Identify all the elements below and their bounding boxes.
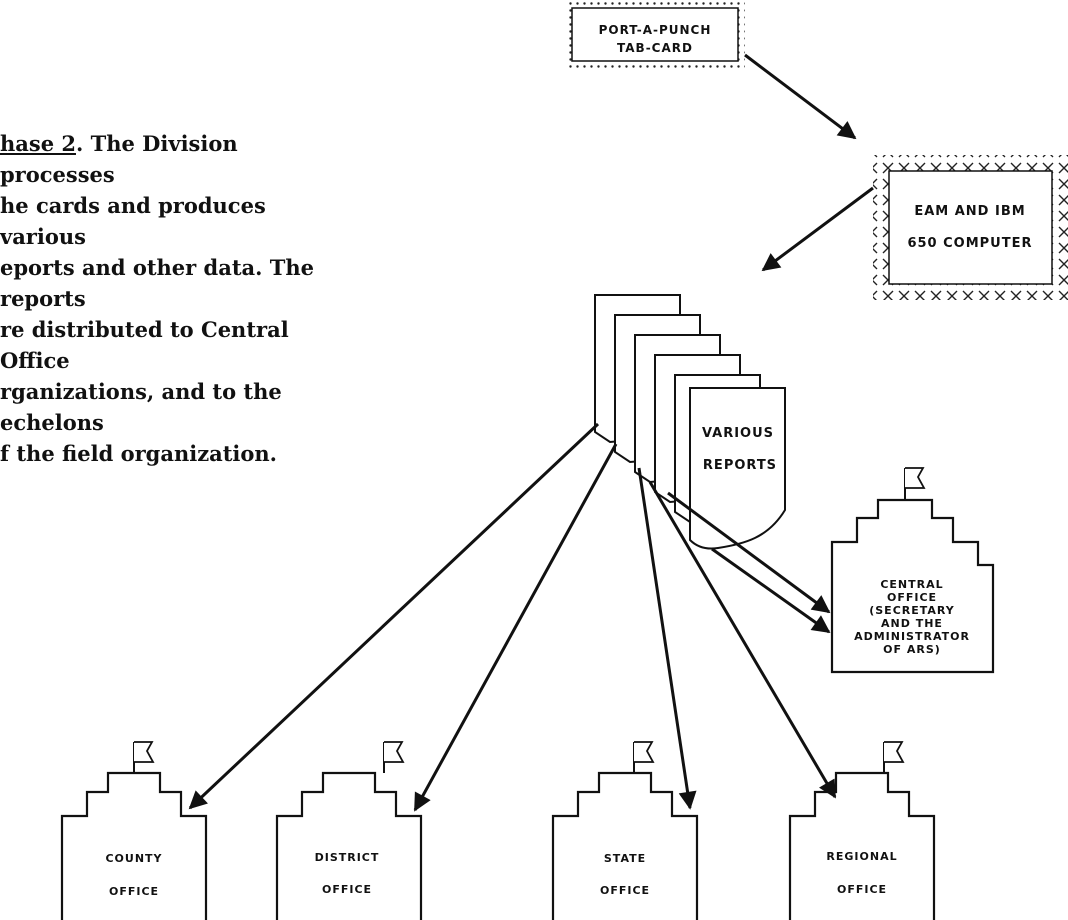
description-line-5: rganizations, and to the echelons	[0, 379, 282, 435]
arrow-reports-to-state	[637, 467, 697, 810]
central-office-label-line6: OF ARS)	[883, 643, 941, 656]
district-office-node: DISTRICT OFFICE	[275, 741, 423, 920]
computer-label-line2: 650 COMPUTER	[907, 236, 1032, 251]
flow-arrows	[188, 53, 874, 812]
reports-stack: VARIOUS REPORTS	[594, 294, 786, 550]
description-paragraph: hase 2. The Division processes he cards a…	[0, 128, 345, 469]
computer-face	[888, 170, 1053, 285]
county-office-flag-icon	[134, 741, 155, 763]
arrow-card-to-computer	[744, 53, 857, 140]
report-sheet-front	[689, 387, 786, 550]
description-line-2: he cards and produces various	[0, 193, 266, 249]
central-office-label-line4: AND THE	[881, 617, 943, 630]
arrow-reports-to-county	[188, 422, 600, 810]
central-office-flag-icon	[905, 467, 926, 489]
regional-office-building	[788, 771, 936, 920]
phase-label: hase 2	[0, 131, 76, 156]
county-office-label-line1: COUNTY	[105, 852, 162, 865]
tab-card-label-line1: PORT-A-PUNCH	[599, 23, 712, 37]
computer-node: EAM AND IBM 650 COMPUTER	[873, 155, 1068, 300]
state-office-node: STATE OFFICE	[551, 741, 699, 920]
state-office-building	[551, 771, 699, 920]
district-office-label-line2: OFFICE	[322, 883, 372, 896]
district-office-flag-icon	[384, 741, 405, 763]
description-line-4: re distributed to Central Office	[0, 317, 289, 373]
district-office-label-line1: DISTRICT	[315, 851, 380, 864]
state-office-label-line2: OFFICE	[600, 884, 650, 897]
description-line-6: f the field organization.	[0, 441, 277, 466]
central-office-node: CENTRAL OFFICE (SECRETARY AND THE ADMINI…	[830, 467, 995, 674]
reports-label-line1: VARIOUS	[702, 426, 774, 441]
arrow-reports-to-central-2	[711, 547, 831, 634]
arrow-reports-to-regional	[648, 481, 837, 799]
regional-office-node: REGIONAL OFFICE	[788, 741, 936, 920]
regional-office-label-line1: REGIONAL	[826, 850, 897, 863]
state-office-label-line1: STATE	[604, 852, 646, 865]
arrow-computer-to-reports	[761, 186, 874, 272]
central-office-label-line3: (SECRETARY	[869, 604, 955, 617]
reports-label-line2: REPORTS	[703, 458, 777, 473]
tab-card-label-line2: TAB-CARD	[617, 41, 693, 55]
tab-card-face	[571, 7, 739, 62]
arrow-reports-to-district	[413, 443, 618, 812]
central-office-label-line2: OFFICE	[887, 591, 937, 604]
arrow-reports-to-central-1	[667, 491, 831, 614]
county-office-label-line2: OFFICE	[109, 885, 159, 898]
tab-card-node: PORT-A-PUNCH TAB-CARD	[565, 0, 745, 68]
computer-label-line1: EAM AND IBM	[914, 204, 1025, 219]
central-office-label-line5: ADMINISTRATOR	[854, 630, 970, 643]
county-office-node: COUNTY OFFICE	[60, 741, 208, 920]
regional-office-label-line2: OFFICE	[837, 883, 887, 896]
state-office-flag-icon	[634, 741, 655, 763]
central-office-label-line1: CENTRAL	[880, 578, 943, 591]
description-line-3: eports and other data. The reports	[0, 255, 315, 311]
district-office-building	[275, 771, 423, 920]
regional-office-flag-icon	[884, 741, 905, 763]
description-line-1: . The Division processes	[0, 131, 238, 187]
central-office-building	[830, 498, 995, 674]
